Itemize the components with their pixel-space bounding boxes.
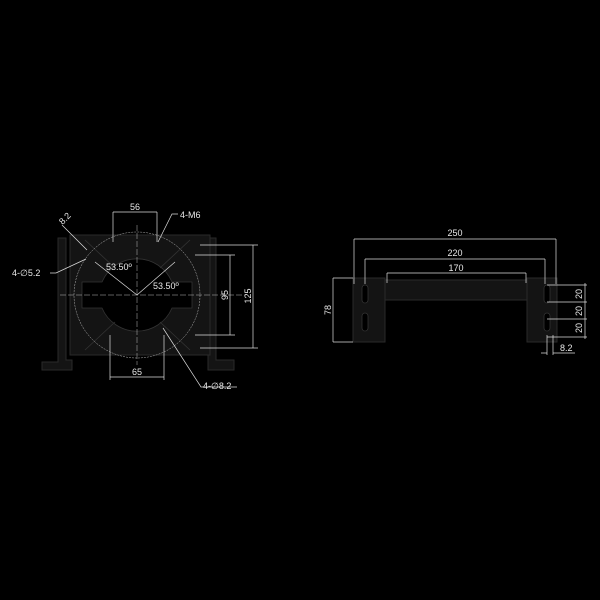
dim-line-220 [364,258,546,284]
slot-right-lower [543,312,551,332]
slot-upper-left [84,239,116,269]
dim-line-78 [332,277,353,343]
dim-line-125 [200,244,258,349]
left-bracket [41,237,73,371]
slot-lower-left [84,321,116,351]
slot-left-lower [361,312,369,332]
leader-m6 [157,213,178,243]
dim-line-8.2 [61,224,88,251]
dim-line-250 [353,238,557,284]
slot-lower-right [159,321,191,351]
hole-small-callout: 4-∅5.2 [12,268,40,278]
slot-right-upper [543,284,551,304]
angle-leg-left [94,261,138,296]
angle-left: 53.50º [106,262,133,272]
dim-65: 65 [132,367,142,377]
dim-line-170 [386,272,527,283]
dim-line-65 [109,335,165,380]
leader-small-hole [50,258,87,274]
leader-large-hole [162,327,237,388]
dim-78: 78 [323,305,333,315]
dim-slot-offset: 8.2 [560,343,573,353]
slot-upper-right [159,239,191,269]
dim-56: 56 [130,202,140,212]
right-bracket [207,237,235,371]
left-end-plate [352,277,386,343]
pitch-3: 20 [574,323,584,333]
dim-line-56 [112,211,158,242]
angle-right: 53.50º [153,281,180,291]
front-view: 56 4-M6 8.2 4-∅5.2 53.50º 53.50º 95 125 … [12,202,258,391]
dim-slot-width: 8.2 [57,211,73,227]
dim-line-pitch [547,283,587,339]
dim-250: 250 [447,228,462,238]
side-view: 250 220 170 78 20 20 20 8.2 [323,228,587,355]
right-end-plate [526,277,558,343]
slot-left-upper [361,284,369,304]
channel-beam [384,279,528,301]
angle-leg-right [136,261,176,296]
hole-large-callout: 4-∅8.2 [203,381,231,391]
dim-220: 220 [447,248,462,258]
thread-callout: 4-M6 [180,210,201,220]
pitch-1: 20 [574,289,584,299]
dim-line-8.2-side [541,335,575,355]
pitch-2: 20 [574,306,584,316]
dim-95: 95 [220,290,230,300]
dim-line-95 [195,254,235,336]
dim-125: 125 [243,288,253,303]
dim-170: 170 [448,263,463,273]
